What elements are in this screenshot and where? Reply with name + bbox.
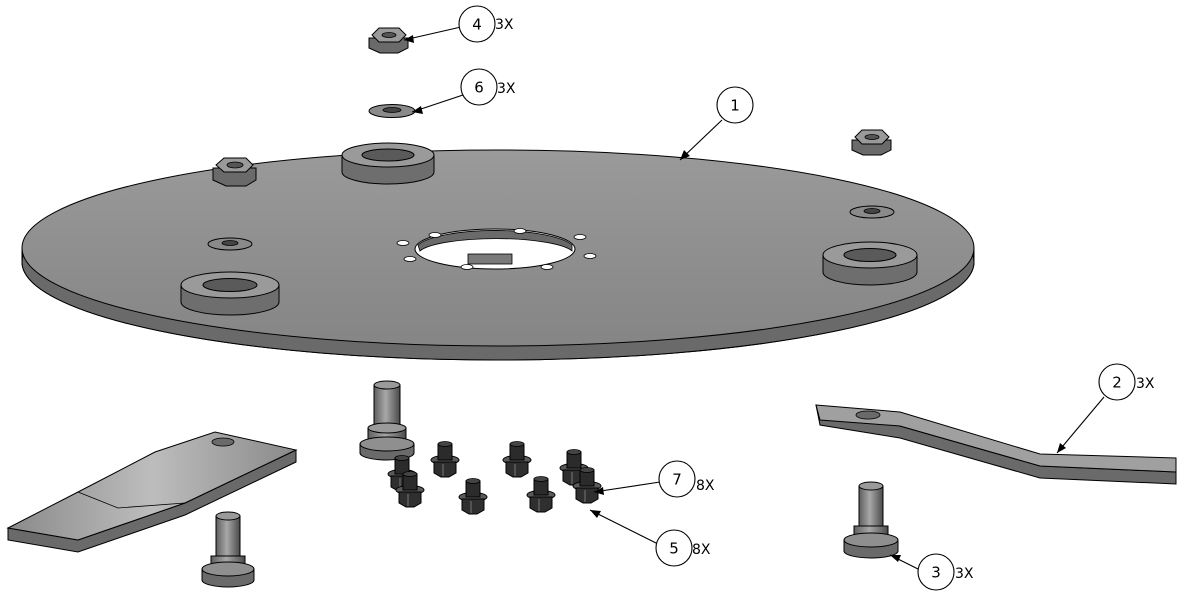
callout-leaders — [403, 26, 1105, 571]
spacer-bushing — [180, 271, 280, 316]
bolt — [572, 467, 602, 504]
callout-quantity: 8X — [692, 542, 711, 558]
bolt — [458, 478, 488, 515]
callout-quantity: 3X — [1136, 376, 1155, 392]
blade-pin — [843, 481, 899, 559]
flange-nut — [368, 27, 409, 54]
washer — [368, 104, 416, 118]
spacer-bushing — [341, 142, 435, 185]
bolt-group — [387, 441, 602, 515]
callout-number: 5 — [669, 540, 679, 558]
callout-5: 5 8X — [655, 529, 711, 567]
bolt — [395, 471, 425, 508]
callout-quantity: 8X — [696, 478, 715, 494]
flange-nut — [851, 129, 892, 156]
callout-quantity: 3X — [955, 566, 974, 582]
callout-4: 4 3X — [458, 5, 514, 43]
callout-number: 4 — [472, 16, 482, 34]
washer — [849, 205, 895, 219]
blade-pin — [201, 511, 255, 588]
blade — [815, 404, 1177, 485]
spacer-bushing — [822, 241, 918, 286]
bolt — [502, 441, 532, 478]
callout-3: 3 3X — [917, 553, 974, 591]
callout-number: 7 — [672, 471, 682, 489]
callout-number: 3 — [931, 564, 941, 582]
callout-6: 6 3X — [460, 68, 516, 106]
callout-quantity: 3X — [497, 81, 516, 97]
callout-7: 7 8X — [658, 460, 715, 498]
callout-number: 1 — [730, 97, 740, 115]
callout-number: 6 — [474, 79, 484, 97]
callout-quantity: 3X — [495, 17, 514, 33]
flange-nut — [212, 157, 257, 187]
callout-1: 1 — [716, 86, 754, 124]
blade — [6, 431, 298, 553]
blade-pin — [359, 380, 415, 461]
washer — [207, 237, 253, 251]
callout-2: 2 3X — [1098, 363, 1155, 401]
callout-number: 2 — [1112, 374, 1122, 392]
bolt-hole-ring — [396, 228, 597, 270]
bolt — [526, 476, 556, 513]
bolt — [430, 441, 460, 478]
